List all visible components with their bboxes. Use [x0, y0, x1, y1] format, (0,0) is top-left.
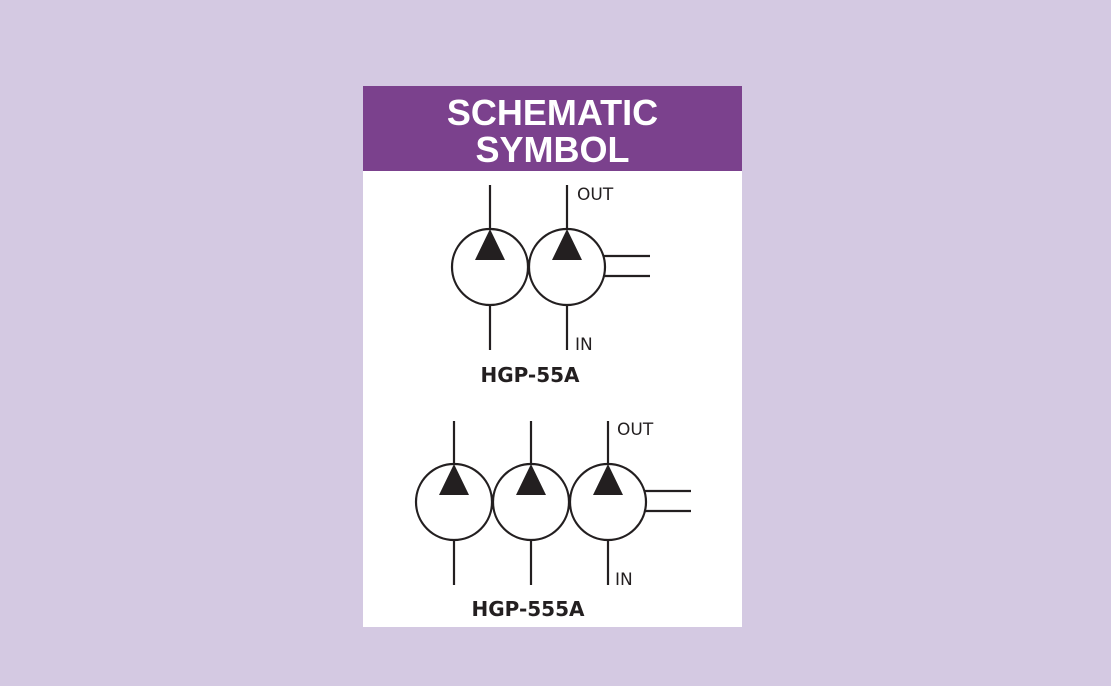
in-label: IN [575, 335, 593, 355]
flow-arrow-icon [516, 464, 546, 495]
out-label: OUT [577, 185, 614, 205]
flow-arrow-icon [439, 464, 469, 495]
card-header: SCHEMATIC SYMBOL [363, 86, 742, 171]
out-label: OUT [617, 420, 654, 440]
flow-arrow-icon [552, 229, 582, 260]
flow-arrow-icon [593, 464, 623, 495]
header-title-line2: SYMBOL [475, 129, 630, 170]
in-label: IN [615, 570, 633, 590]
schematic-card: SCHEMATIC SYMBOL [363, 86, 742, 627]
diagram-hgp-55a [450, 185, 650, 350]
header-title-line1: SCHEMATIC [446, 92, 659, 133]
model-label: HGP-555A [472, 597, 586, 621]
model-label: HGP-55A [480, 363, 580, 387]
diagram-hgp-555a [414, 421, 691, 585]
flow-arrow-icon [475, 229, 505, 260]
